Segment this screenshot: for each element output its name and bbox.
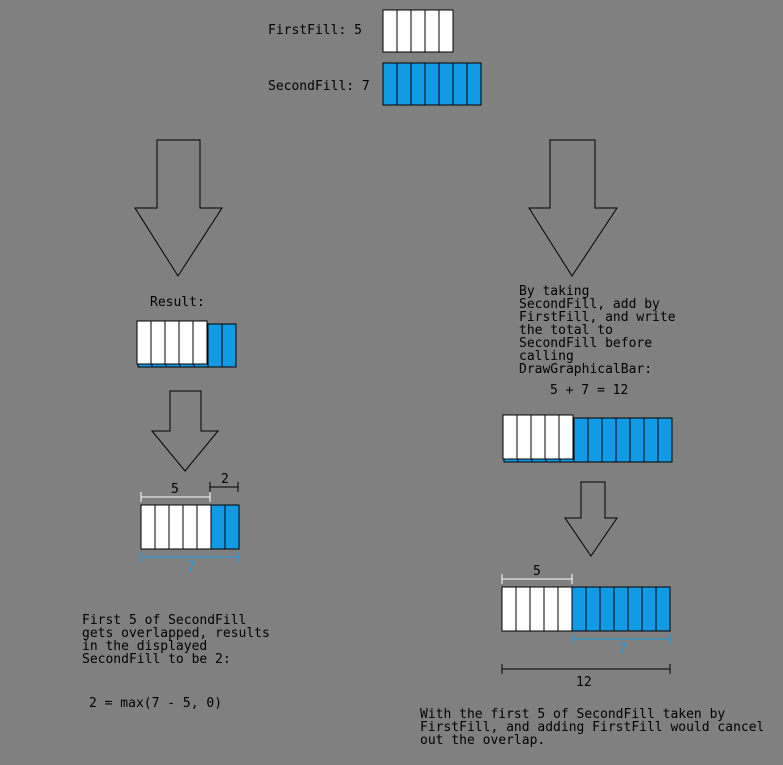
bar-cell-empty <box>501 586 517 632</box>
bar-cell-empty <box>154 504 170 550</box>
bar-cell-filled <box>452 62 468 106</box>
down-arrow-right-icon <box>528 139 618 277</box>
bar-cell-filled <box>629 417 645 463</box>
bar-cell-filled <box>207 323 223 368</box>
bar-cell-filled <box>599 586 615 632</box>
dimension-left-first-label: 5 <box>171 482 179 497</box>
bar-cell-filled <box>438 62 454 106</box>
bar-cell-filled <box>613 586 629 632</box>
result-label: Result: <box>150 295 205 310</box>
bar-cell-empty <box>136 320 152 365</box>
dimension-left-first <box>140 492 211 502</box>
bar-cell-empty <box>410 9 426 53</box>
dimension-left-second <box>140 552 239 562</box>
bar-second-fill <box>382 62 482 106</box>
bar-cell-empty <box>150 320 166 365</box>
bar-cell-empty <box>530 414 546 460</box>
bar-cell-filled <box>657 417 673 463</box>
down-arrow-left-icon <box>134 139 223 277</box>
bar-right-detail <box>501 586 671 632</box>
dimension-right-first-label: 5 <box>533 564 541 579</box>
bar-cell-filled <box>410 62 426 106</box>
down-arrow-right-small-icon <box>564 481 618 557</box>
dimension-right-total <box>501 664 671 674</box>
bar-right-result <box>502 414 673 463</box>
dimension-left-second-label: 7 <box>187 560 195 575</box>
dimension-right-second-label: 7 <box>619 642 627 657</box>
bar-cell-filled <box>587 417 603 463</box>
bar-cell-empty <box>140 504 156 550</box>
right-explanation: By taking SecondFill, add by FirstFill, … <box>519 284 676 377</box>
bar-cell-filled <box>224 504 240 550</box>
bar-cell-empty <box>382 9 398 53</box>
left-formula: 2 = max(7 - 5, 0) <box>89 696 223 711</box>
bar-left-detail <box>140 504 240 550</box>
bar-cell-empty <box>529 586 545 632</box>
bar-cell-empty <box>557 586 573 632</box>
bar-cell-filled <box>221 323 237 368</box>
bar-cell-filled <box>627 586 643 632</box>
bar-cell-empty <box>502 414 518 460</box>
right-sum: 5 + 7 = 12 <box>550 383 629 398</box>
right-conclusion: With the first 5 of SecondFill taken by … <box>420 707 765 748</box>
bar-cell-filled <box>424 62 440 106</box>
dimension-right-first <box>501 574 573 584</box>
bar-cell-filled <box>601 417 617 463</box>
bar-cell-empty <box>168 504 184 550</box>
second-fill-label: SecondFill: 7 <box>268 79 370 94</box>
bar-cell-empty <box>424 9 440 53</box>
bar-cell-empty <box>164 320 180 365</box>
dimension-right-total-label: 12 <box>576 675 592 690</box>
bar-cell-empty <box>178 320 194 365</box>
down-arrow-left-small-icon <box>150 390 220 472</box>
bar-cell-filled <box>585 586 601 632</box>
bar-first-fill <box>382 9 454 53</box>
bar-cell-empty <box>438 9 454 53</box>
left-explanation: First 5 of SecondFill gets overlapped, r… <box>82 613 270 667</box>
dimension-right-second <box>571 634 671 644</box>
bar-cell-empty <box>396 9 412 53</box>
bar-cell-filled <box>396 62 412 106</box>
bar-cell-empty <box>192 320 208 365</box>
dimension-left-visible <box>209 482 239 492</box>
bar-cell-filled <box>571 586 587 632</box>
bar-cell-empty <box>543 586 559 632</box>
bar-left-result <box>136 320 237 368</box>
bar-cell-empty <box>196 504 212 550</box>
bar-cell-filled <box>655 586 671 632</box>
bar-cell-empty <box>516 414 532 460</box>
bar-cell-filled <box>466 62 482 106</box>
dimension-left-visible-label: 2 <box>221 472 229 487</box>
bar-cell-empty <box>182 504 198 550</box>
bar-cell-filled <box>643 417 659 463</box>
bar-cell-empty <box>558 414 574 460</box>
bar-cell-empty <box>544 414 560 460</box>
bar-cell-filled <box>641 586 657 632</box>
bar-cell-filled <box>615 417 631 463</box>
bar-cell-filled <box>210 504 226 550</box>
bar-cell-filled <box>382 62 398 106</box>
bar-cell-filled <box>573 417 589 463</box>
bar-cell-empty <box>515 586 531 632</box>
first-fill-label: FirstFill: 5 <box>268 23 362 38</box>
